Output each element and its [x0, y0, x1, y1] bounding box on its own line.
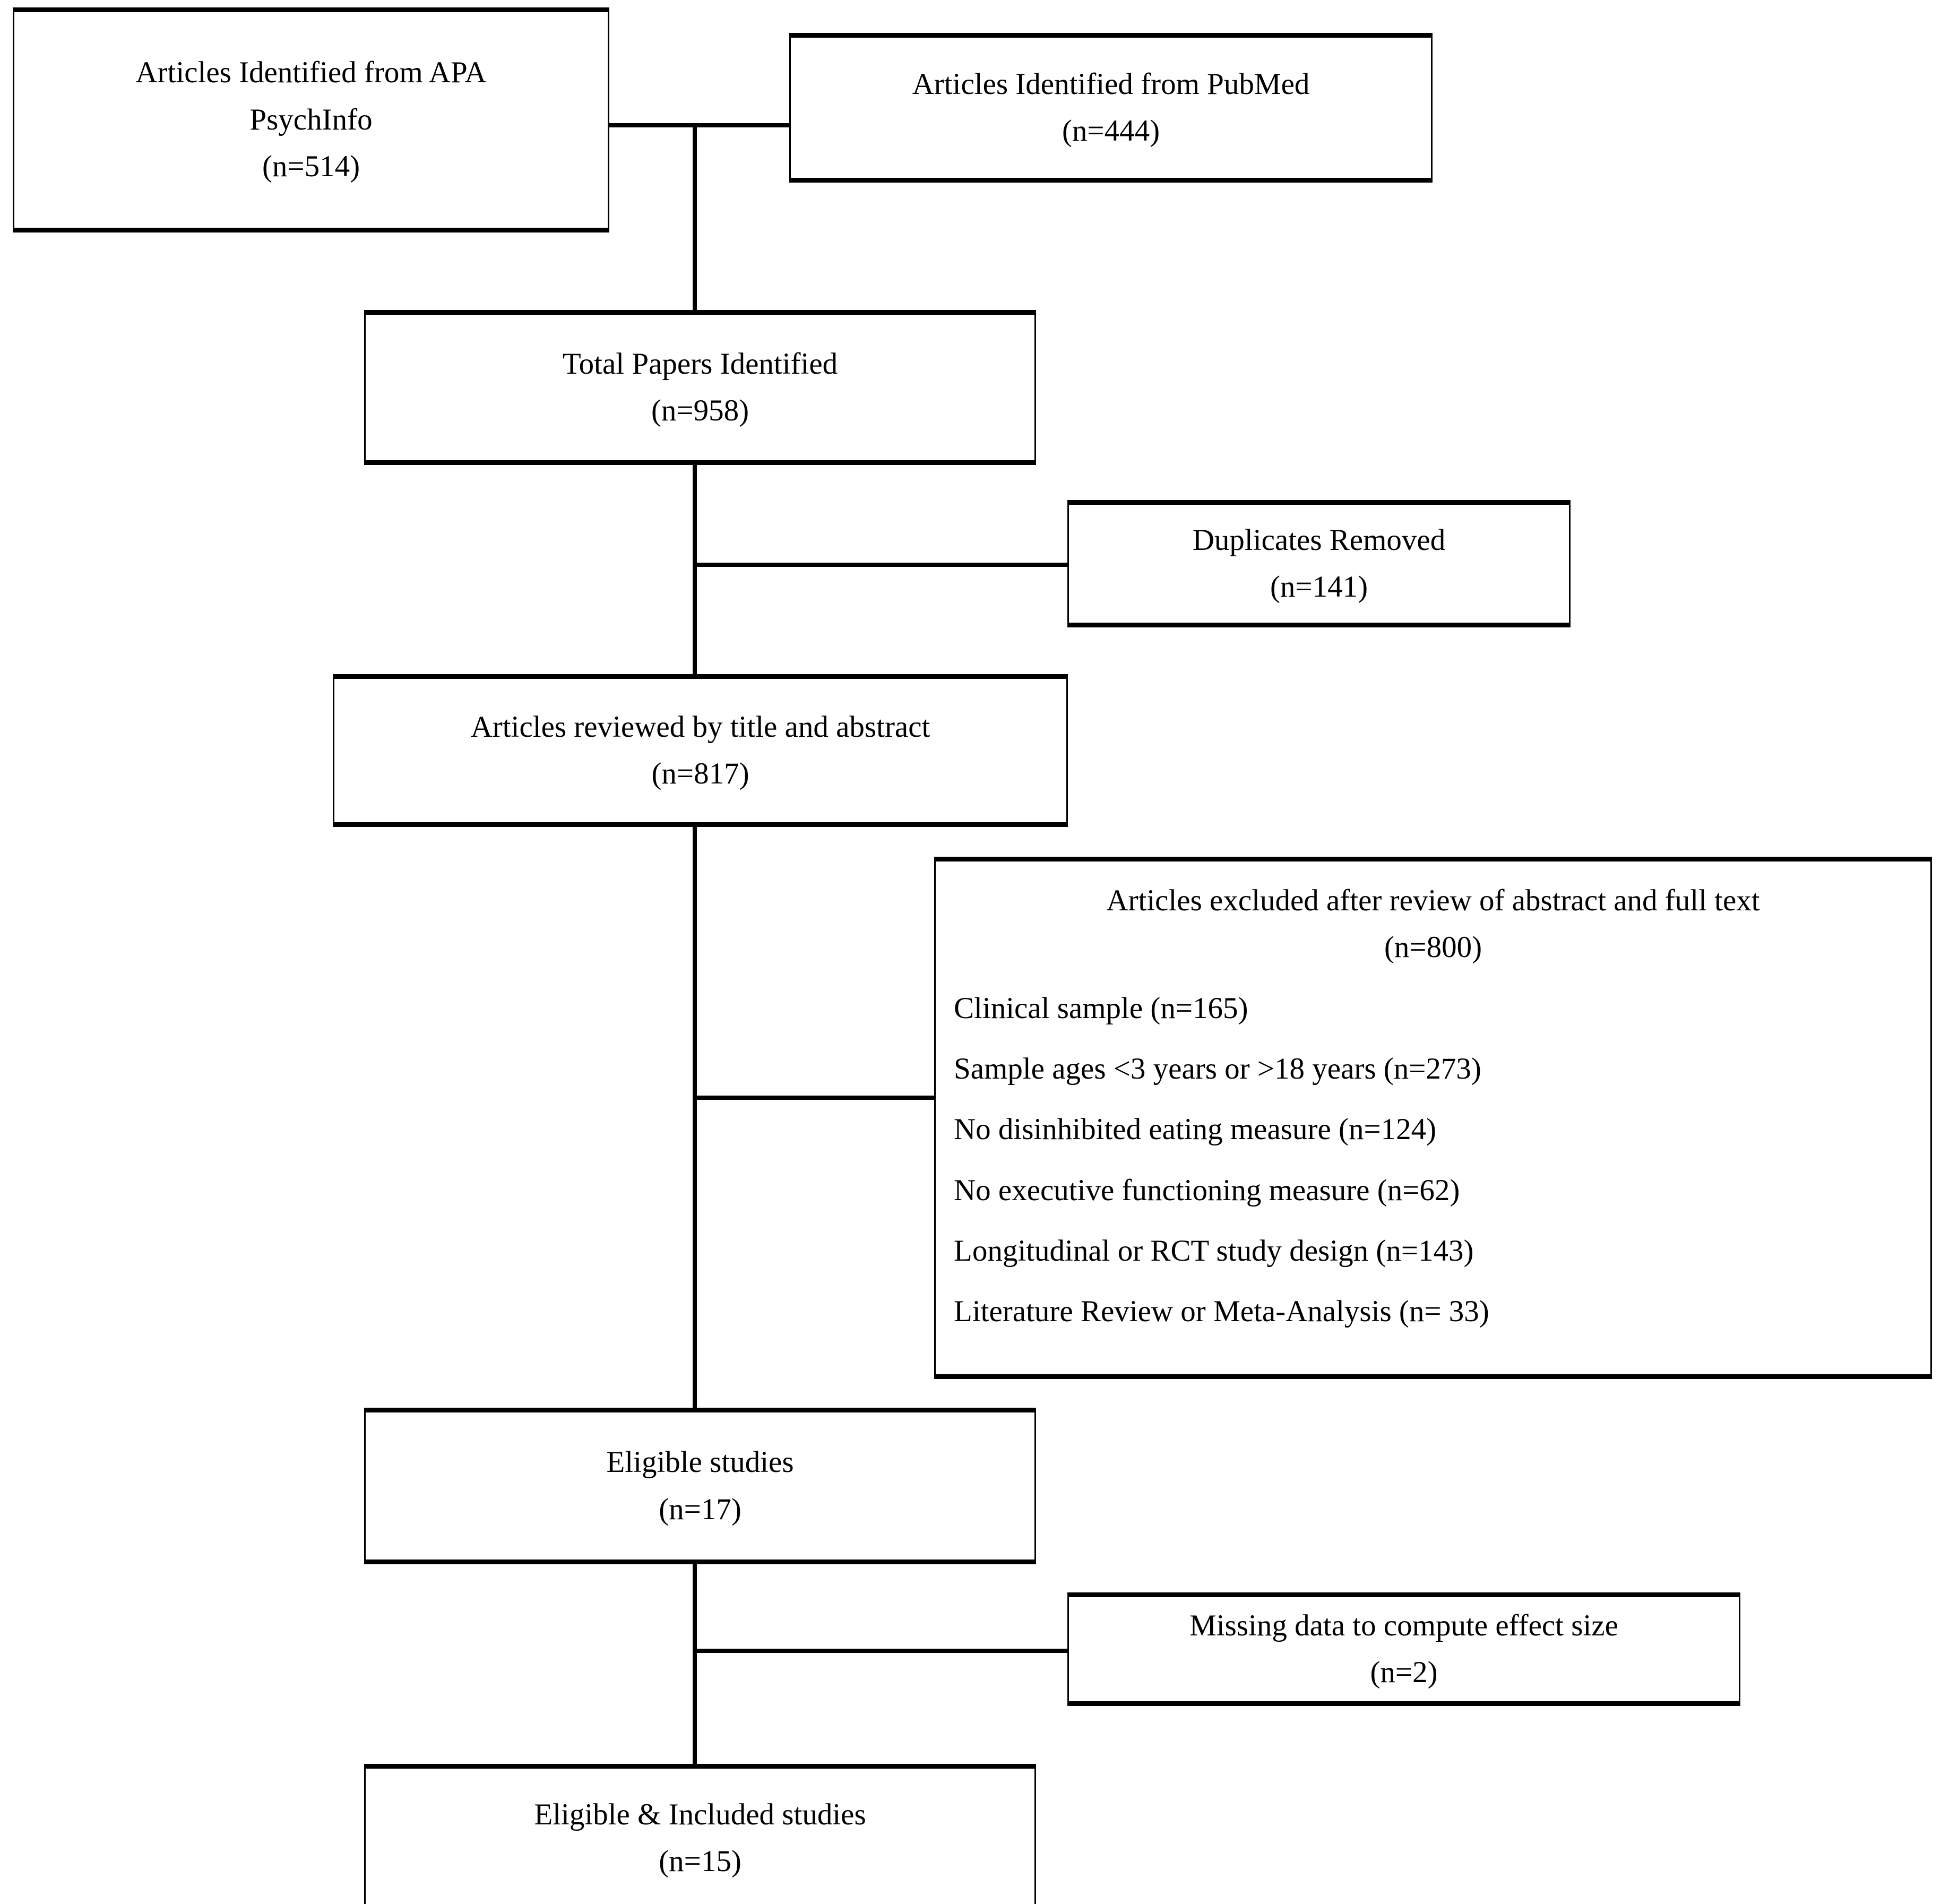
node-pubmed-count: (n=444): [1062, 114, 1160, 148]
node-apa-label-line2: PsychInfo: [249, 102, 373, 136]
node-articles-reviewed[interactable]: Articles reviewed by title and abstract …: [333, 674, 1068, 827]
node-eligible-included-studies[interactable]: Eligible & Included studies (n=15): [364, 1764, 1036, 1904]
node-missing-label-line1: Missing data to compute effect size: [1189, 1608, 1618, 1642]
connector-reviewed-to-excluded: [693, 1096, 934, 1100]
node-included-count: (n=15): [659, 1845, 741, 1878]
connector-junction-to-total: [693, 123, 697, 310]
node-duplicates-removed[interactable]: Duplicates Removed (n=141): [1067, 500, 1571, 627]
node-reviewed-label-line1: Articles reviewed by title and abstract: [470, 710, 930, 744]
exclusion-reason-item: Longitudinal or RCT study design (n=143): [954, 1234, 1474, 1268]
exclusion-reason-item: Clinical sample (n=165): [954, 991, 1248, 1025]
node-total-papers[interactable]: Total Papers Identified (n=958): [364, 310, 1036, 465]
node-eligible-label-line1: Eligible studies: [606, 1445, 794, 1479]
node-excluded-label-line1: Articles excluded after review of abstra…: [1106, 884, 1760, 917]
node-duplicates-count: (n=141): [1270, 570, 1368, 604]
node-total-count: (n=958): [651, 394, 749, 427]
node-missing-count: (n=2): [1370, 1656, 1438, 1689]
node-articles-excluded[interactable]: Articles excluded after review of abstra…: [934, 857, 1932, 1379]
connector-eligible-to-included: [693, 1564, 697, 1764]
connector-eligible-to-missing: [693, 1649, 1069, 1653]
exclusion-reason-item: No executive functioning measure (n=62): [954, 1173, 1460, 1207]
node-eligible-count: (n=17): [659, 1492, 741, 1526]
connector-total-to-reviewed: [693, 465, 697, 674]
exclusion-reason-item: Sample ages <3 years or >18 years (n=273…: [954, 1052, 1481, 1086]
node-apa-count: (n=514): [262, 150, 360, 184]
node-excluded-count: (n=800): [1384, 931, 1482, 964]
node-missing-data[interactable]: Missing data to compute effect size (n=2…: [1067, 1592, 1740, 1706]
node-eligible-studies[interactable]: Eligible studies (n=17): [364, 1408, 1036, 1564]
node-apa-psychinfo[interactable]: Articles Identified from APA PsychInfo (…: [13, 7, 609, 232]
connector-reviewed-to-eligible: [693, 827, 697, 1408]
node-included-label-line1: Eligible & Included studies: [534, 1797, 866, 1831]
node-apa-label-line1: Articles Identified from APA: [135, 56, 487, 90]
node-pubmed[interactable]: Articles Identified from PubMed (n=444): [789, 33, 1433, 183]
connector-total-to-duplicates: [693, 563, 1067, 567]
node-total-label-line1: Total Papers Identified: [562, 347, 838, 381]
exclusion-reason-item: No disinhibited eating measure (n=124): [954, 1113, 1437, 1147]
node-duplicates-label-line1: Duplicates Removed: [1192, 523, 1446, 557]
exclusion-reason-item: Literature Review or Meta-Analysis (n= 3…: [954, 1295, 1489, 1329]
connector-pubmed-to-junction: [693, 123, 789, 127]
node-reviewed-count: (n=817): [651, 757, 749, 790]
node-pubmed-label-line1: Articles Identified from PubMed: [912, 67, 1310, 101]
